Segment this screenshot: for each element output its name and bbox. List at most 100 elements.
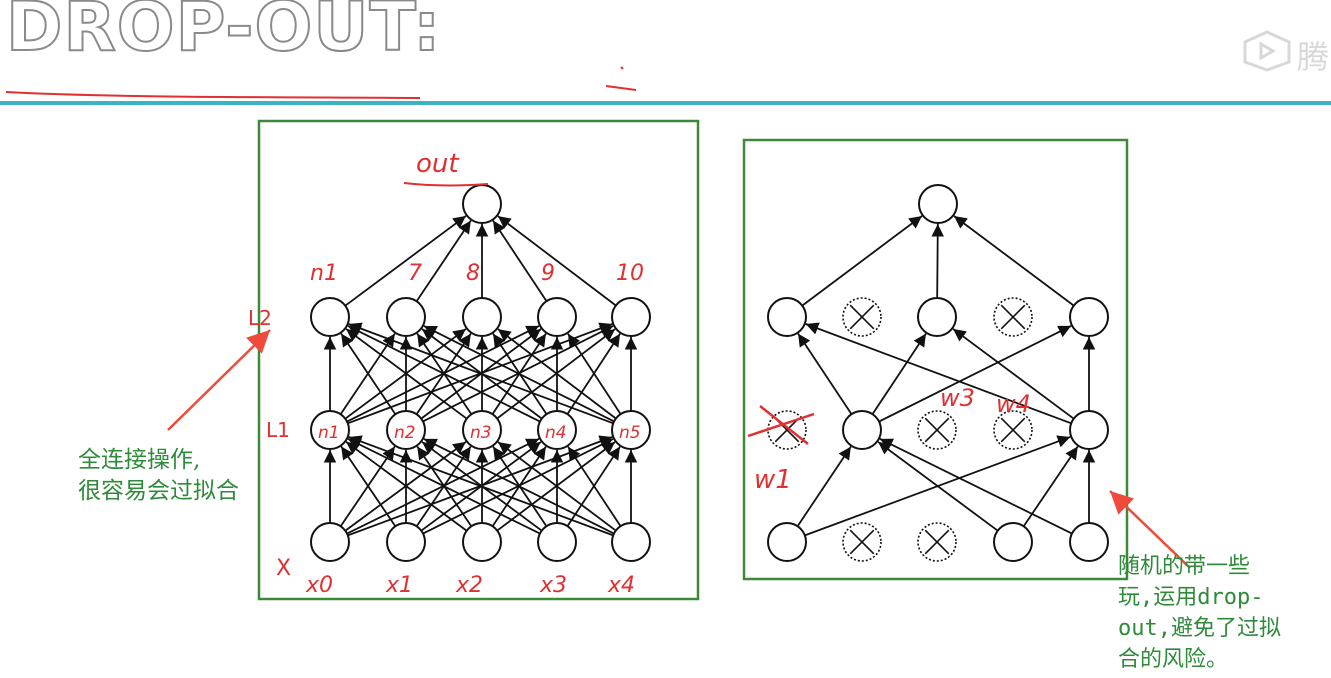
hidden-node-label: n1	[318, 423, 340, 443]
dropout-net-node	[918, 184, 958, 224]
full-net-node	[537, 410, 577, 450]
full-net-edge	[497, 441, 617, 532]
full-net-node	[386, 297, 426, 337]
full-net-node	[537, 522, 577, 562]
full-net-node	[310, 297, 350, 337]
hidden-node-label: n2	[394, 423, 416, 443]
full-net-edge	[567, 446, 622, 527]
dropout-note: 随机的带一些 玩,运用drop- out,避免了过拟 合的风险。	[1118, 554, 1281, 672]
dropout-net-node	[1069, 410, 1109, 450]
brand-logo: 腾	[1239, 28, 1331, 76]
top-layer-label: n1	[310, 261, 338, 286]
full-net-edge	[345, 441, 468, 532]
dropout-net-edge	[797, 333, 853, 415]
full-net-edge	[423, 438, 615, 535]
full-net-edge	[348, 322, 614, 425]
top-layer-label: 10	[616, 261, 644, 286]
dropout-net-node	[767, 297, 807, 337]
input-x-label: X	[276, 556, 291, 581]
full-net-edge	[347, 438, 541, 535]
full-net-node	[611, 297, 651, 337]
dropout-net-edge	[877, 441, 999, 532]
out-label: out	[416, 149, 459, 179]
dropout-net-node	[917, 297, 957, 337]
full-net-node	[462, 297, 502, 337]
dropout-net-dropout-x-mark	[849, 529, 875, 555]
hidden-node-label: n3	[470, 423, 492, 443]
full-net-edge	[497, 215, 617, 307]
dropout-net-edge	[796, 446, 852, 527]
dropout-network-panel	[742, 138, 1129, 581]
dropout-net-dropout-x-mark	[1000, 417, 1026, 443]
full-net-edge	[415, 220, 472, 302]
full-net-node	[310, 410, 350, 450]
full-net-edge	[347, 325, 541, 423]
layer1-label: L1	[266, 418, 290, 442]
weight-label: w3	[940, 384, 975, 412]
dropout-net-edge	[953, 215, 1075, 307]
dropped-node-strike	[747, 405, 815, 445]
full-net-edge	[344, 215, 467, 307]
input-label: x1	[385, 573, 413, 598]
dropout-net-node	[993, 522, 1033, 562]
full-net-edge	[345, 328, 468, 420]
left-pointer-arrow	[167, 329, 271, 431]
weight-label: w4	[996, 390, 1031, 418]
right-w1-label: w1	[754, 465, 792, 495]
top-layer-label: 9	[541, 261, 555, 286]
layer2-label: L2	[248, 306, 272, 330]
dropout-net-dropout-x-mark	[924, 529, 950, 555]
full-net-edge	[340, 446, 397, 527]
full-net-edge	[567, 333, 622, 415]
play-cube-icon	[1243, 30, 1291, 72]
dropout-net-edge	[1022, 446, 1079, 527]
input-label: x2	[455, 573, 483, 598]
hidden-node-label: n4	[545, 423, 567, 443]
full-net-node	[462, 184, 502, 224]
dropout-net-edge	[805, 322, 1072, 425]
full-net-node	[310, 522, 350, 562]
full-net-edge	[497, 328, 617, 420]
ink-dot-mark	[620, 66, 624, 70]
full-network-diagram	[310, 184, 651, 562]
full-net-node	[611, 522, 651, 562]
dropout-net-edge	[801, 215, 923, 307]
full-net-node	[462, 410, 502, 450]
dropout-net-dropout-x-mark	[1000, 304, 1026, 330]
full-network-panel	[257, 119, 700, 601]
logo-text: 腾	[1297, 38, 1330, 76]
input-label: x0	[305, 573, 333, 598]
dropout-net-edge	[878, 325, 1072, 423]
full-net-node	[386, 410, 426, 450]
top-layer-label: 8	[466, 261, 480, 286]
dropout-net-edge	[871, 333, 927, 415]
full-net-edge	[423, 325, 615, 423]
hidden-node-label: n5	[619, 423, 641, 443]
dropout-net-node	[767, 522, 807, 562]
dropout-net-dropout-x-mark	[924, 417, 950, 443]
full-net-edge	[492, 220, 548, 302]
dropout-net-edge	[931, 223, 945, 299]
fully-connected-note: 全连接操作, 很容易会过拟合	[78, 447, 239, 504]
full-net-node	[386, 522, 426, 562]
full-net-edge	[348, 435, 614, 537]
dropout-net-node	[1069, 522, 1109, 562]
out-underline	[403, 182, 489, 187]
full-net-node	[462, 522, 502, 562]
ink-dash-mark	[605, 85, 637, 91]
title-underline	[5, 91, 421, 99]
full-net-node	[537, 297, 577, 337]
dropout-net-node	[1069, 297, 1109, 337]
top-layer-label: 7	[408, 261, 422, 286]
dropout-net-edge	[952, 328, 1075, 420]
dropout-net-edge	[879, 438, 1073, 535]
input-label: x4	[607, 573, 635, 598]
slide-title: DROP-OUT:	[5, 0, 442, 67]
dropout-net-node	[842, 410, 882, 450]
header-divider	[0, 101, 1331, 105]
full-net-node	[611, 410, 651, 450]
full-net-edge	[340, 333, 397, 415]
dropout-net-dropout-x-mark	[849, 304, 875, 330]
